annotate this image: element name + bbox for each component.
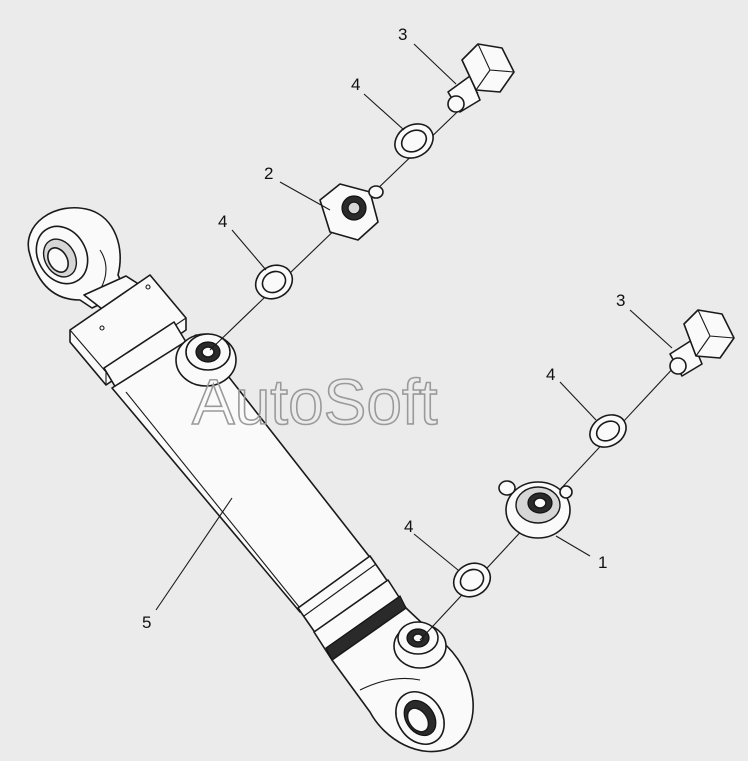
upper-washer-upper: [394, 123, 434, 159]
lower-washer-upper: [589, 414, 627, 448]
callout-3-upper: 3: [398, 25, 407, 44]
upper-banjo-fitting: [319, 183, 384, 241]
callout-4-lower-port-washer: 4: [404, 517, 413, 536]
watermark-text: AutoSoft: [192, 366, 438, 438]
callout-4-upper-bolt-washer: 4: [351, 75, 360, 94]
lower-washer-lower: [452, 562, 492, 598]
callout-4-upper-port-washer: 4: [218, 212, 227, 231]
lower-port: [393, 621, 447, 669]
callout-4-lower-bolt-washer: 4: [546, 365, 555, 384]
hydraulic-cylinder: [27, 207, 474, 753]
upper-washer-lower: [254, 264, 294, 300]
lower-banjo-bolt: [669, 309, 735, 377]
callout-2: 2: [264, 164, 273, 183]
upper-banjo-bolt: [447, 43, 515, 113]
callout-leaders: [155, 43, 673, 611]
callout-labels: 3 4 2 4 3 4 1 4 5: [142, 25, 625, 632]
lower-banjo-fitting: [498, 480, 573, 539]
callout-3-lower: 3: [616, 291, 625, 310]
callout-1: 1: [598, 553, 607, 572]
callout-5: 5: [142, 613, 151, 632]
upper-port: [175, 333, 237, 387]
